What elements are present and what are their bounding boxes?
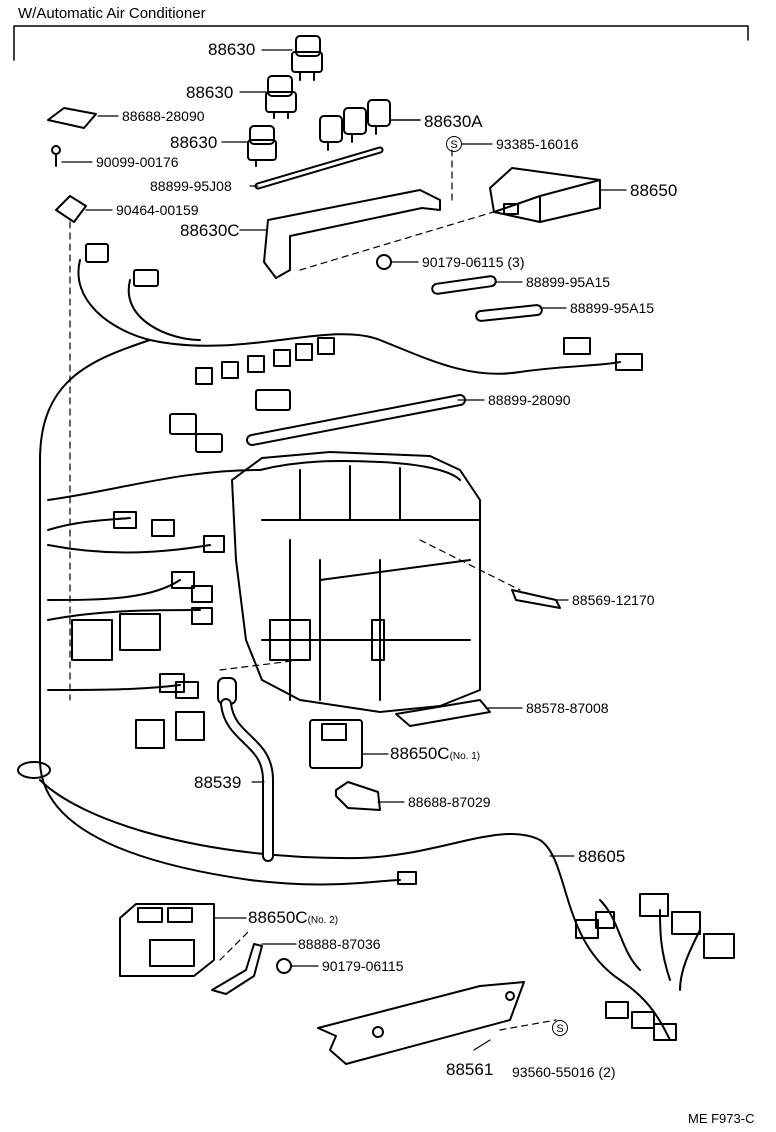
relay-88630A-group [319, 99, 421, 151]
label-88630-lower: 88630 [170, 133, 218, 152]
label-93560-55016-2: 93560-55016 (2) [512, 1064, 616, 1080]
grommet [17, 761, 51, 779]
tube-88899-95A15-b [475, 304, 543, 322]
label-88650C-no2-note: (No. 2) [307, 915, 339, 926]
label-88539: 88539 [194, 773, 242, 792]
label-88650C-no2: 88650C(No. 2) [248, 908, 338, 930]
label-88605: 88605 [578, 847, 626, 866]
nut-90179-06115-3 [376, 254, 392, 270]
bracket-88688-87029 [335, 781, 381, 811]
screw-90099-00176 [51, 145, 61, 167]
label-88650: 88650 [630, 181, 678, 200]
tube-88899-95A15-a [431, 275, 497, 295]
label-88650C-no2-code: 88650C [248, 908, 308, 927]
bracket-88888-87036 [211, 943, 263, 995]
label-88630-top: 88630 [208, 40, 256, 59]
label-88569-12170: 88569-12170 [572, 592, 655, 608]
leader-lines [69, 149, 557, 1031]
label-88888-87036: 88888-87036 [298, 936, 381, 952]
relay-88630-top [291, 35, 323, 81]
nut-90179-06115 [276, 958, 292, 974]
label-88899-95A15-b: 88899-95A15 [570, 300, 655, 316]
label-88630C: 88630C [180, 221, 240, 240]
amplifier-88650C-no2 [119, 903, 215, 977]
bracket-88688-28090 [47, 107, 97, 129]
label-90099-00176: 90099-00176 [96, 154, 179, 170]
s-mark-symbol-2: S [552, 1020, 568, 1036]
computer-88650 [489, 167, 601, 223]
label-88899-28090: 88899-28090 [488, 392, 571, 408]
bracket-88578-87008 [395, 699, 491, 727]
s-mark-symbol: S [446, 136, 462, 152]
label-90179-06115-3: 90179-06115 (3) [422, 254, 525, 270]
label-88630-middle: 88630 [186, 83, 234, 102]
label-88899-95A15-a: 88899-95A15 [526, 274, 611, 290]
hose-88539 [217, 677, 274, 862]
label-88561: 88561 [446, 1060, 494, 1079]
label-88630A: 88630A [424, 112, 483, 131]
label-88688-87029: 88688-87029 [408, 794, 491, 810]
label-88650C-no1: 88650C(No. 1) [390, 744, 480, 766]
ac-unit-assembly [231, 451, 481, 713]
label-leaders [61, 49, 627, 1051]
connectors [71, 243, 735, 1041]
relay-88630-middle [265, 75, 297, 119]
label-88578-87008: 88578-87008 [526, 700, 609, 716]
label-90464-00159: 90464-00159 [116, 202, 199, 218]
label-93385-16016: 93385-16016 [496, 136, 579, 152]
label-88899-95J08: 88899-95J08 [150, 178, 232, 194]
part-88569-12170 [511, 589, 561, 609]
bracket-88630C [263, 189, 441, 279]
label-88688-28090: 88688-28090 [122, 108, 205, 124]
relay-88630-lower [247, 125, 277, 167]
clip-90464-00159 [55, 195, 87, 223]
frame-line [13, 25, 749, 61]
label-88650C-no1-note: (No. 1) [449, 751, 481, 762]
figure-code: ME F973-C [688, 1111, 755, 1126]
page-title: W/Automatic Air Conditioner [18, 5, 206, 22]
label-90179-06115: 90179-06115 [322, 958, 404, 974]
wire-harness-88605 [39, 259, 701, 1041]
label-88650C-no1-code: 88650C [390, 744, 450, 763]
sensor-88650C-no1 [309, 719, 363, 769]
bracket-88561 [317, 981, 525, 1065]
